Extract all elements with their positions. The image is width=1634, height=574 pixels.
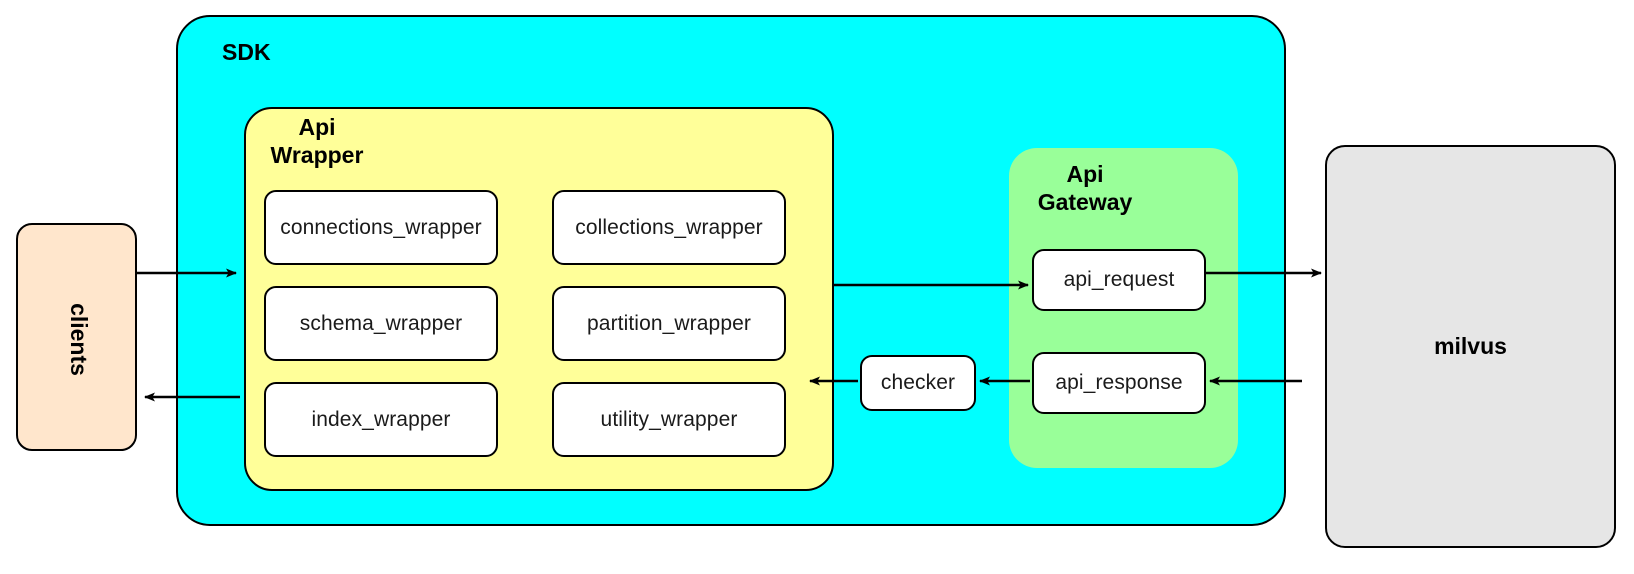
clients-label: clients: [66, 302, 92, 376]
api-request-node: api_request: [1032, 249, 1206, 311]
schema-wrapper-node: schema_wrapper: [264, 286, 498, 361]
partition-wrapper-node: partition_wrapper: [552, 286, 786, 361]
milvus-label: milvus: [1434, 333, 1507, 359]
sdk-label: SDK: [222, 39, 271, 65]
checker-node: checker: [860, 355, 976, 411]
api-gateway-label: Api Gateway: [1037, 161, 1133, 216]
api-response-node: api_response: [1032, 352, 1206, 414]
utility-wrapper-node: utility_wrapper: [552, 382, 786, 457]
api-wrapper-label: Api Wrapper: [270, 114, 364, 169]
connections-wrapper-node: connections_wrapper: [264, 190, 498, 265]
collections-wrapper-node: collections_wrapper: [552, 190, 786, 265]
milvus-node: milvus: [1325, 145, 1616, 548]
index-wrapper-node: index_wrapper: [264, 382, 498, 457]
clients-node: clients: [16, 223, 137, 451]
